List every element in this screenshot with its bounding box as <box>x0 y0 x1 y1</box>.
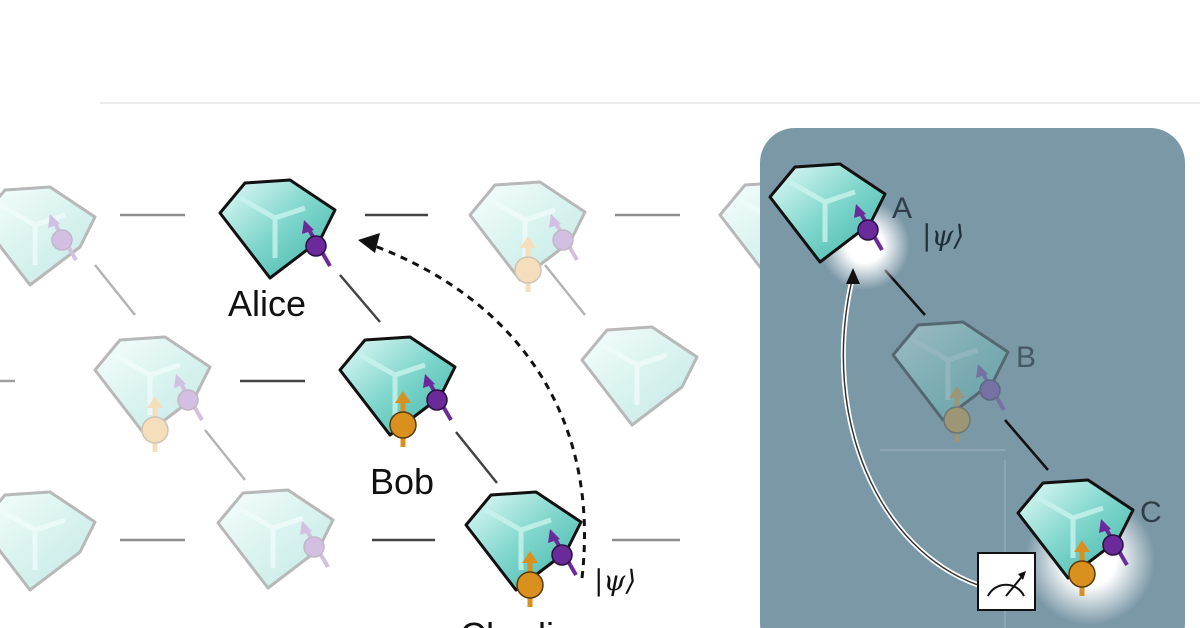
bob-node: Bob <box>340 337 455 502</box>
charlie-node: Charlie |ψ⟩ <box>460 492 636 628</box>
label-alice: Alice <box>228 283 306 324</box>
label-psi: |ψ⟩ <box>594 564 636 597</box>
label-a-psi: |ψ⟩ <box>922 219 964 252</box>
meter-icon <box>977 552 1036 611</box>
label-bob: Bob <box>370 461 434 502</box>
alice-node: Alice <box>220 180 335 324</box>
result-panel: A |ψ⟩ B C <box>760 128 1185 628</box>
teleport-arrow <box>371 243 587 579</box>
label-b: B <box>1016 341 1036 374</box>
label-c: C <box>1140 496 1162 529</box>
crystal-icon <box>220 180 335 278</box>
lattice-bonds <box>0 213 680 542</box>
label-charlie: Charlie <box>460 615 574 628</box>
label-a: A <box>892 192 912 225</box>
